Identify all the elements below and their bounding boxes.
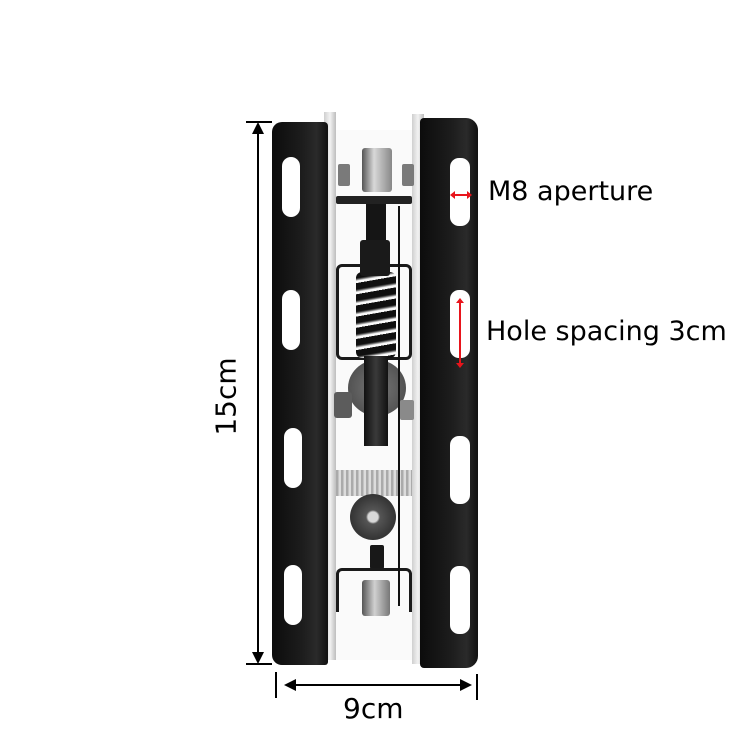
aperture-arrow-right-icon	[467, 191, 472, 199]
width-arrow-right-icon	[460, 679, 472, 691]
cable	[398, 206, 400, 606]
width-dimension-line	[290, 684, 464, 686]
height-arrow-up-icon	[252, 122, 264, 134]
left-bracket	[272, 122, 328, 665]
top-mount-plate	[336, 196, 412, 204]
lower-rod	[364, 356, 388, 446]
left-slot-4	[284, 565, 302, 625]
rod-end-eye	[350, 494, 396, 540]
upper-rod	[366, 204, 386, 242]
left-slot-2	[282, 290, 300, 350]
right-slot-4	[450, 566, 470, 634]
damper-body	[360, 240, 390, 276]
width-label: 9cm	[343, 692, 404, 725]
right-bracket	[420, 118, 478, 668]
left-slot-1	[282, 157, 300, 217]
width-left-tick	[275, 672, 277, 698]
height-label: 15cm	[209, 357, 243, 436]
aperture-label: M8 aperture	[488, 176, 654, 207]
height-bottom-tick	[246, 663, 272, 665]
height-arrow-down-icon	[252, 652, 264, 664]
bottom-mount-plate	[336, 568, 412, 612]
threaded-axle	[336, 470, 412, 496]
left-slot-3	[284, 428, 302, 488]
top-bolt-right	[402, 164, 414, 186]
aperture-arrow-left-icon	[450, 191, 455, 199]
side-nut-right	[400, 400, 414, 420]
right-slot-1	[450, 158, 470, 226]
bottom-knob	[370, 545, 384, 569]
top-bolt-left	[338, 164, 350, 186]
top-hinge-block	[362, 148, 392, 192]
side-nut-left	[334, 392, 352, 418]
aperture-width-arrow	[452, 194, 470, 196]
spacing-arrow-up-icon	[456, 298, 464, 303]
hole-spacing-label: Hole spacing 3cm	[486, 316, 727, 347]
hole-spacing-arrow	[459, 302, 461, 364]
width-right-tick	[476, 674, 478, 700]
bottom-hinge-block	[362, 580, 390, 616]
width-arrow-left-icon	[284, 679, 296, 691]
right-slot-3	[450, 436, 470, 504]
spring	[356, 272, 396, 358]
spacing-arrow-down-icon	[456, 363, 464, 368]
height-dimension-line	[257, 128, 259, 658]
